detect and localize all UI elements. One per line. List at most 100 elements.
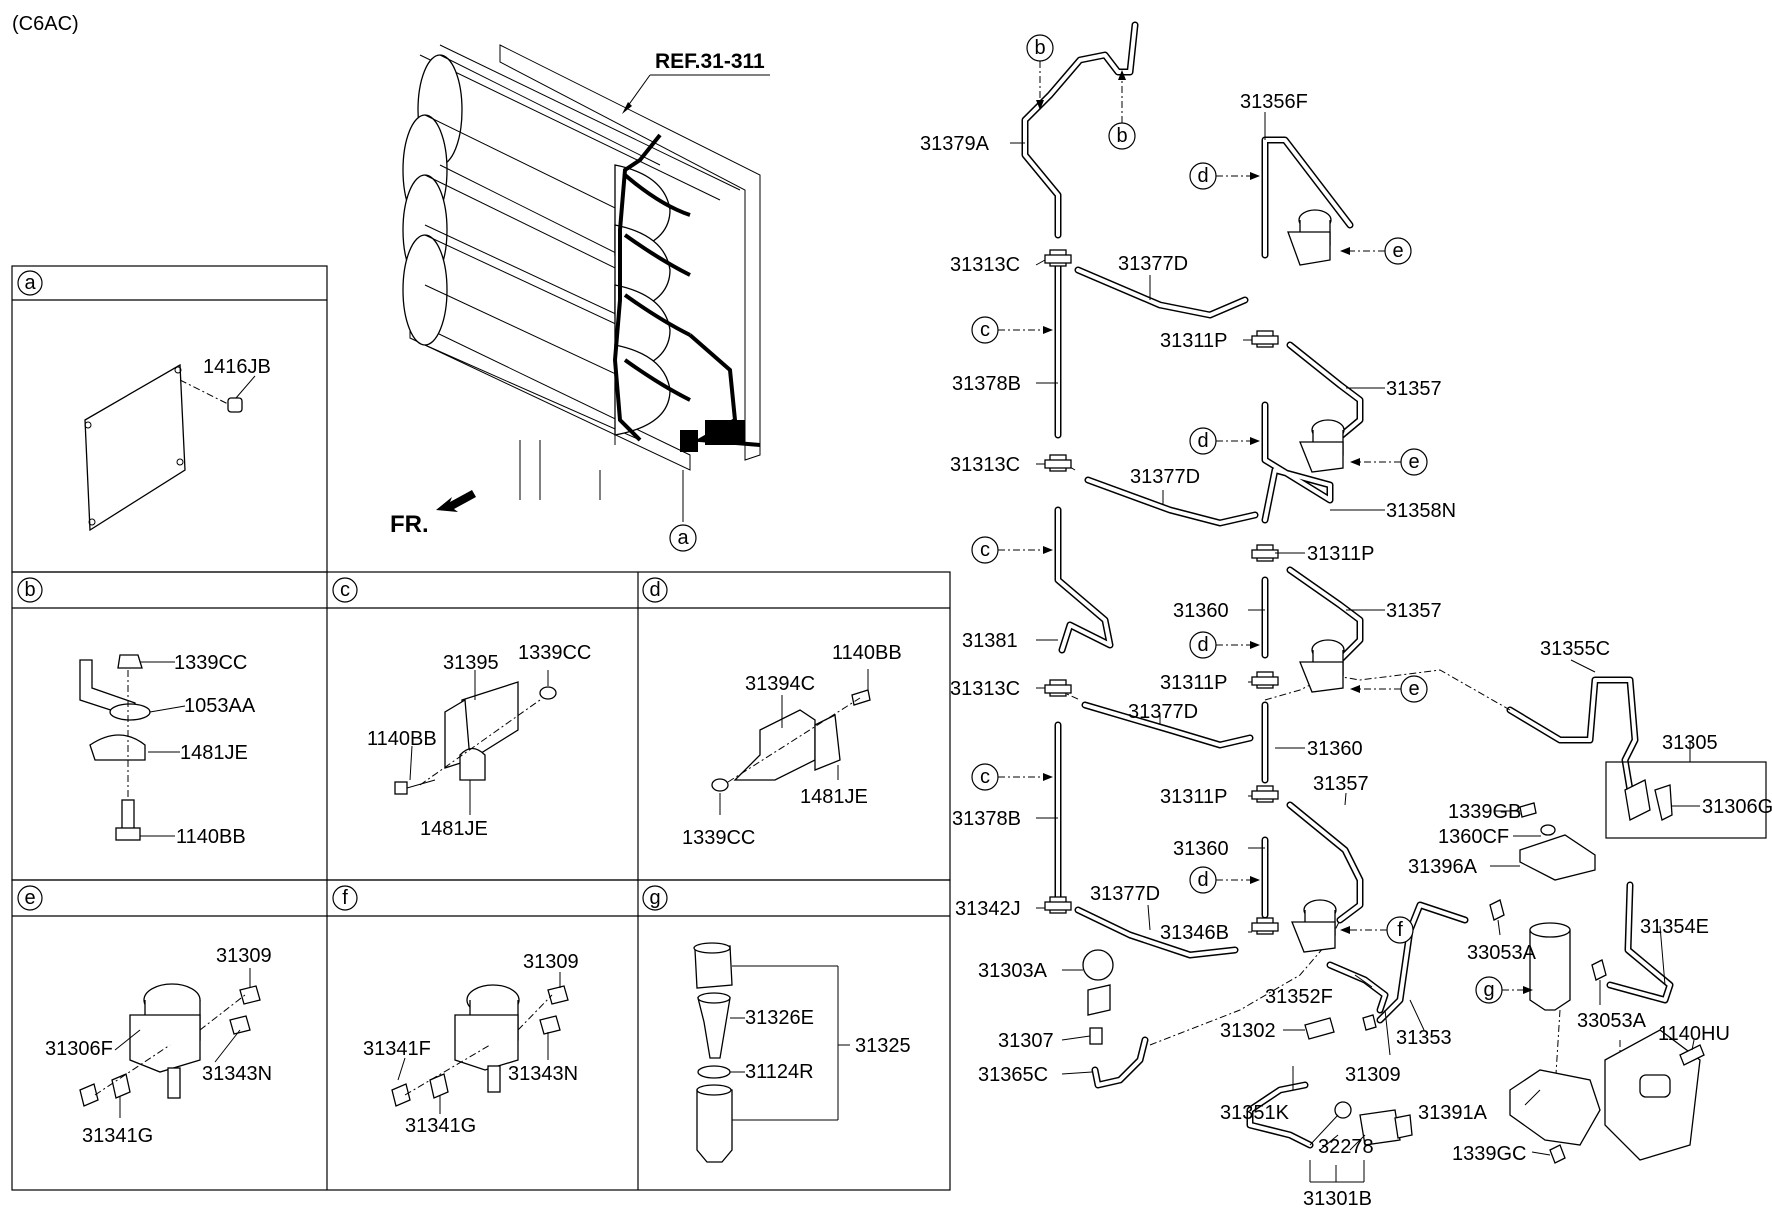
- panel-e: e 31309 31306F 31343N 31341G: [17, 885, 272, 1147]
- part-label: 31377D: [1128, 701, 1198, 723]
- svg-text:1339CC: 1339CC: [174, 652, 247, 674]
- svg-text:d: d: [1197, 165, 1208, 187]
- part-label: 31360: [1173, 600, 1229, 622]
- svg-text:g: g: [649, 887, 660, 909]
- part-label: 31313C: [950, 454, 1020, 476]
- svg-text:31395: 31395: [443, 652, 499, 674]
- part-label: 31354E: [1640, 916, 1709, 938]
- front-arrow-icon: [436, 490, 476, 512]
- svg-text:b: b: [1034, 37, 1045, 59]
- svg-text:1140BB: 1140BB: [832, 642, 902, 664]
- svg-text:1481JE: 1481JE: [180, 742, 248, 764]
- main-tubing-diagram: b b d e c d e c d e c d f g: [920, 21, 1772, 1210]
- svg-text:31341F: 31341F: [363, 1038, 431, 1060]
- panel-a: a 1416JB: [17, 270, 271, 532]
- part-label: 31357: [1313, 773, 1369, 795]
- part-label: 31301B: [1303, 1188, 1372, 1210]
- callout-a: [669, 524, 697, 552]
- svg-text:1053AA: 1053AA: [184, 695, 256, 717]
- panel-f-letter-icon: [332, 885, 358, 911]
- panel-e-letter-icon: [17, 885, 43, 911]
- svg-text:f: f: [342, 887, 348, 909]
- part-label: 31346B: [1160, 922, 1229, 944]
- svg-text:31343N: 31343N: [202, 1063, 272, 1085]
- svg-text:31394C: 31394C: [745, 673, 815, 695]
- part-label: 31313C: [950, 254, 1020, 276]
- part-label: 31377D: [1130, 466, 1200, 488]
- panel-c: c 31395 1339CC 1140BB 1481JE: [332, 577, 591, 840]
- part-label: 31396A: [1408, 856, 1478, 878]
- svg-text:c: c: [980, 319, 990, 341]
- part-label: 31356F: [1240, 91, 1308, 113]
- part-label: 31311P: [1160, 786, 1227, 808]
- part-label: 31377D: [1090, 883, 1160, 905]
- part-label: 31378B: [952, 808, 1021, 830]
- part-label: 31342J: [955, 898, 1021, 920]
- svg-text:b: b: [1116, 125, 1127, 147]
- part-label: 32278: [1318, 1136, 1374, 1158]
- svg-text:31309: 31309: [216, 945, 272, 967]
- svg-text:31309: 31309: [523, 951, 579, 973]
- svg-text:1140BB: 1140BB: [176, 826, 246, 848]
- part-label: 31305: [1662, 732, 1718, 754]
- part-label: 1339GC: [1452, 1143, 1527, 1165]
- panel-b: b 1339CC 1053AA 1481JE 1140BB: [17, 577, 256, 848]
- svg-text:1140BB: 1140BB: [367, 728, 437, 750]
- panel-g-letter-icon: [642, 885, 668, 911]
- part-label: 33053A: [1577, 1010, 1647, 1032]
- panel-g: g 31326E 31124R 31325: [642, 885, 911, 1163]
- svg-text:e: e: [1392, 240, 1403, 262]
- svg-text:31341G: 31341G: [82, 1125, 153, 1147]
- tank-rack-assembly: REF.31-311 FR. a: [390, 44, 770, 552]
- part-label: 31391A: [1418, 1102, 1488, 1124]
- svg-text:e: e: [24, 887, 35, 909]
- part-label: 1416JB: [203, 356, 271, 378]
- svg-text:a: a: [24, 272, 36, 294]
- part-label: 31360: [1307, 738, 1363, 760]
- panel-b-letter-icon: [17, 577, 43, 603]
- part-label: 31357: [1386, 378, 1442, 400]
- part-label: 31313C: [950, 678, 1020, 700]
- svg-text:1339CC: 1339CC: [682, 827, 755, 849]
- svg-text:b: b: [24, 579, 35, 601]
- panel-d: d 31394C 1140BB 1481JE 1339CC: [642, 577, 902, 849]
- part-label: 31352F: [1265, 986, 1333, 1008]
- svg-text:d: d: [1197, 430, 1208, 452]
- svg-text:d: d: [1197, 634, 1208, 656]
- part-label: 31311P: [1307, 543, 1374, 565]
- model-code: (C6AC): [12, 13, 79, 35]
- svg-text:a: a: [677, 527, 689, 549]
- part-label: 1140HU: [1658, 1023, 1730, 1045]
- svg-text:1481JE: 1481JE: [420, 818, 488, 840]
- part-label: 31351K: [1220, 1102, 1290, 1124]
- svg-text:1481JE: 1481JE: [800, 786, 868, 808]
- part-label: 31365C: [978, 1064, 1048, 1086]
- svg-text:c: c: [340, 579, 350, 601]
- part-label: 31355C: [1540, 638, 1610, 660]
- front-label: FR.: [390, 511, 429, 538]
- part-label: 31309: [1345, 1064, 1401, 1086]
- panel-d-letter-icon: [642, 577, 668, 603]
- svg-text:e: e: [1408, 451, 1419, 473]
- svg-text:31124R: 31124R: [745, 1061, 814, 1083]
- ref-label: REF.31-311: [655, 50, 765, 73]
- svg-text:31325: 31325: [855, 1035, 911, 1057]
- part-label: 31377D: [1118, 253, 1188, 275]
- part-label: 31378B: [952, 373, 1021, 395]
- panel-a-letter-icon: [17, 270, 43, 296]
- svg-text:c: c: [980, 766, 990, 788]
- panel-f: f 31309 31341F 31343N 31341G: [332, 885, 579, 1137]
- part-label: 31311P: [1160, 672, 1227, 694]
- panel-c-letter-icon: [332, 577, 358, 603]
- part-label: 31360: [1173, 838, 1229, 860]
- svg-text:c: c: [980, 539, 990, 561]
- svg-text:f: f: [1397, 919, 1403, 941]
- part-label: 31358N: [1386, 500, 1456, 522]
- part-label: 31302: [1220, 1020, 1276, 1042]
- part-label: 1360CF: [1438, 826, 1509, 848]
- svg-text:31343N: 31343N: [508, 1063, 578, 1085]
- svg-text:1339CC: 1339CC: [518, 642, 591, 664]
- detail-panels: [11, 265, 951, 1191]
- part-label: 33053A: [1467, 942, 1537, 964]
